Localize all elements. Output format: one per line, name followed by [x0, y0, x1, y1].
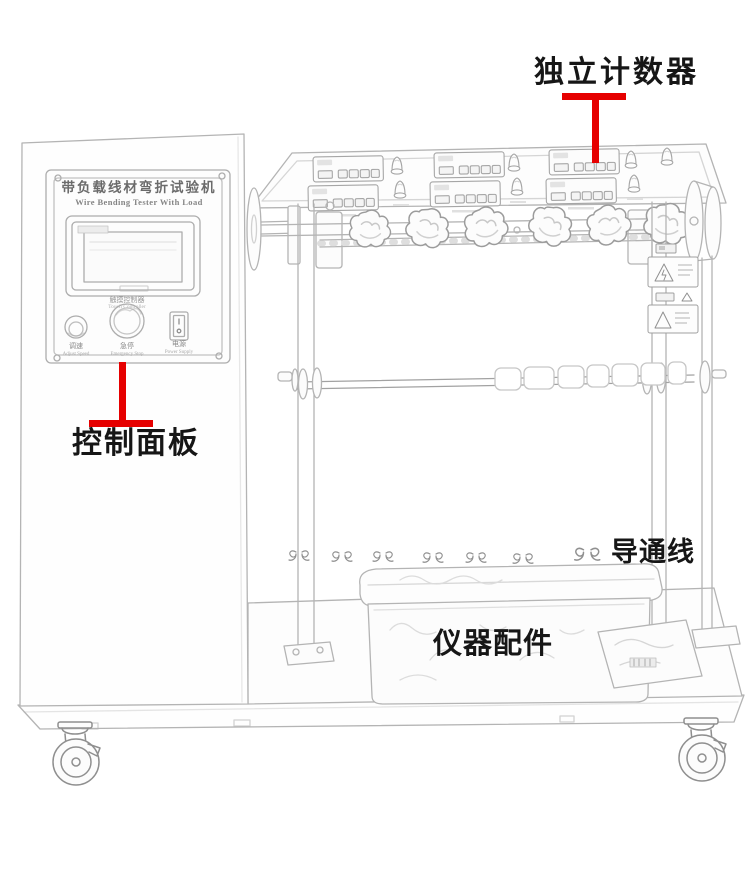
warning-stickers: [647, 243, 699, 334]
drive-pulley: [246, 187, 262, 271]
caster-wheel: [52, 721, 101, 786]
emergency-stop-button: [109, 303, 145, 339]
touch-screen: [65, 215, 201, 297]
test-lead-hooks: [288, 547, 601, 564]
adjust-speed-label-cn: 调速: [69, 342, 83, 350]
label-control-panel: 控制面板: [72, 427, 200, 460]
accessory-mat: [597, 619, 703, 689]
label-independent-counter: 独立计数器: [534, 56, 699, 89]
touch-controller-label-cn: 触摸控制器: [109, 296, 145, 304]
warning-triangle-icon: [654, 263, 674, 282]
speed-knob: [64, 315, 88, 339]
emergency-stop-label-en: Emergency Stop: [110, 352, 144, 357]
callout-line-counter-stem: [592, 95, 599, 163]
panel-screw-icon: [53, 172, 226, 362]
callout-line-panel-stem: [119, 362, 126, 426]
counter-unit: [548, 148, 620, 176]
counter-unit: [545, 177, 617, 205]
indicator-lamps: [390, 147, 674, 206]
white-rollers: [494, 361, 687, 391]
accessory-box: [359, 563, 663, 705]
counter-units: [307, 148, 620, 217]
control-panel: [45, 169, 231, 364]
counter-unit: [312, 155, 384, 183]
label-instrument-accessories: 仪器配件: [433, 628, 554, 660]
load-roller-bar: [277, 360, 727, 400]
counter-unit: [429, 180, 501, 208]
counter-unit: [433, 151, 505, 179]
adjust-speed-label-en: Adjust Speed: [62, 352, 90, 357]
label-conduction-wire: 导通线: [611, 537, 695, 567]
post-foot: [283, 641, 335, 666]
emergency-stop-label-cn: 急停: [120, 342, 134, 350]
panel-title-en: Wire Bending Tester With Load: [75, 197, 203, 207]
power-supply-label-en: Power Supply: [164, 350, 194, 355]
counter-unit: [307, 184, 379, 212]
caster-wheel: [678, 717, 727, 782]
warning-triangle-icon: [681, 292, 693, 302]
right-flanges: [684, 180, 722, 262]
power-switch: [169, 311, 189, 341]
warning-triangle-icon: [654, 311, 672, 329]
panel-title-cn: 带负载线材弯折试验机: [61, 180, 217, 195]
callout-line-panel-bar: [89, 420, 153, 427]
touch-controller-label-en: Touch Controller: [108, 304, 146, 310]
post-foot: [691, 625, 741, 649]
power-supply-label-cn: 电源: [172, 340, 186, 348]
